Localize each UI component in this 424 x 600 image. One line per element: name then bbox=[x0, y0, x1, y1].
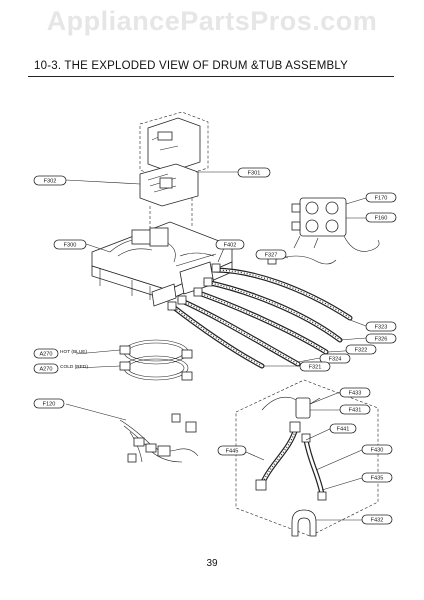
inlet-hose-cold bbox=[119, 355, 193, 381]
title-rule bbox=[28, 76, 394, 77]
callout-F445: F445 bbox=[217, 445, 247, 456]
svg-text:F302: F302 bbox=[44, 179, 57, 185]
dispenser-drawer bbox=[139, 163, 199, 207]
callout-F327: F327 bbox=[255, 249, 287, 260]
inlet-hose-hot bbox=[119, 339, 193, 365]
callout-F433: F433 bbox=[339, 387, 371, 398]
section-title: 10-3. THE EXPLODED VIEW OF DRUM &TUB ASS… bbox=[34, 60, 349, 72]
label-hot: HOT (BLUE) bbox=[60, 349, 87, 355]
callout-F431: F431 bbox=[339, 404, 371, 415]
svg-text:F402: F402 bbox=[224, 243, 237, 249]
watermark: AppliancePartsPros.com bbox=[46, 6, 378, 36]
callout-F301: F301 bbox=[237, 167, 271, 178]
svg-text:F321: F321 bbox=[309, 365, 322, 371]
callout-F435: F435 bbox=[361, 472, 393, 483]
callout-F302: F302 bbox=[33, 175, 67, 186]
callout-F322: F322 bbox=[345, 344, 377, 355]
callout-F120: F120 bbox=[33, 398, 65, 409]
svg-text:F326: F326 bbox=[375, 337, 388, 343]
callout-F402: F402 bbox=[215, 239, 245, 250]
callout-F300: F300 bbox=[53, 239, 87, 250]
svg-text:F432: F432 bbox=[371, 518, 384, 524]
svg-text:F160: F160 bbox=[375, 216, 388, 222]
callout-F432: F432 bbox=[361, 514, 393, 525]
svg-text:F435: F435 bbox=[371, 476, 384, 482]
water-inlet-valve bbox=[291, 197, 380, 252]
wiring-harness bbox=[119, 413, 199, 463]
svg-text:F301: F301 bbox=[248, 171, 261, 177]
svg-text:F322: F322 bbox=[355, 348, 368, 354]
svg-text:F324: F324 bbox=[329, 357, 342, 363]
dispenser-housing bbox=[91, 221, 233, 307]
svg-text:A270: A270 bbox=[39, 367, 52, 373]
svg-text:F441: F441 bbox=[337, 427, 350, 433]
callout-F326: F326 bbox=[365, 333, 397, 344]
svg-text:F120: F120 bbox=[43, 402, 56, 408]
svg-text:F430: F430 bbox=[371, 448, 384, 454]
svg-text:F323: F323 bbox=[375, 325, 388, 331]
svg-text:F433: F433 bbox=[349, 391, 362, 397]
svg-text:F300: F300 bbox=[64, 243, 77, 249]
callout-A270-cold: A270 bbox=[33, 363, 59, 374]
callout-F160: F160 bbox=[365, 212, 397, 223]
hose-clamp-bracket bbox=[291, 509, 317, 537]
callout-A270-hot: A270 bbox=[33, 348, 59, 359]
callout-F324: F324 bbox=[319, 353, 351, 364]
callout-F321: F321 bbox=[299, 361, 331, 372]
svg-text:A270: A270 bbox=[39, 352, 52, 358]
callout-F430: F430 bbox=[361, 444, 393, 455]
svg-text:F431: F431 bbox=[349, 408, 362, 414]
leader-lines bbox=[65, 171, 367, 521]
drain-pump-group bbox=[235, 379, 379, 537]
callout-F323: F323 bbox=[365, 321, 397, 332]
dispenser-hoses bbox=[167, 263, 353, 369]
page-number: 39 bbox=[206, 558, 218, 569]
svg-text:F445: F445 bbox=[226, 449, 239, 455]
label-cold: COLD (RED) bbox=[60, 364, 88, 370]
svg-text:F327: F327 bbox=[265, 253, 278, 259]
svg-text:F170: F170 bbox=[375, 196, 388, 202]
callout-F170: F170 bbox=[365, 192, 397, 203]
callout-F441: F441 bbox=[329, 423, 357, 434]
dispenser-cover bbox=[139, 111, 209, 181]
